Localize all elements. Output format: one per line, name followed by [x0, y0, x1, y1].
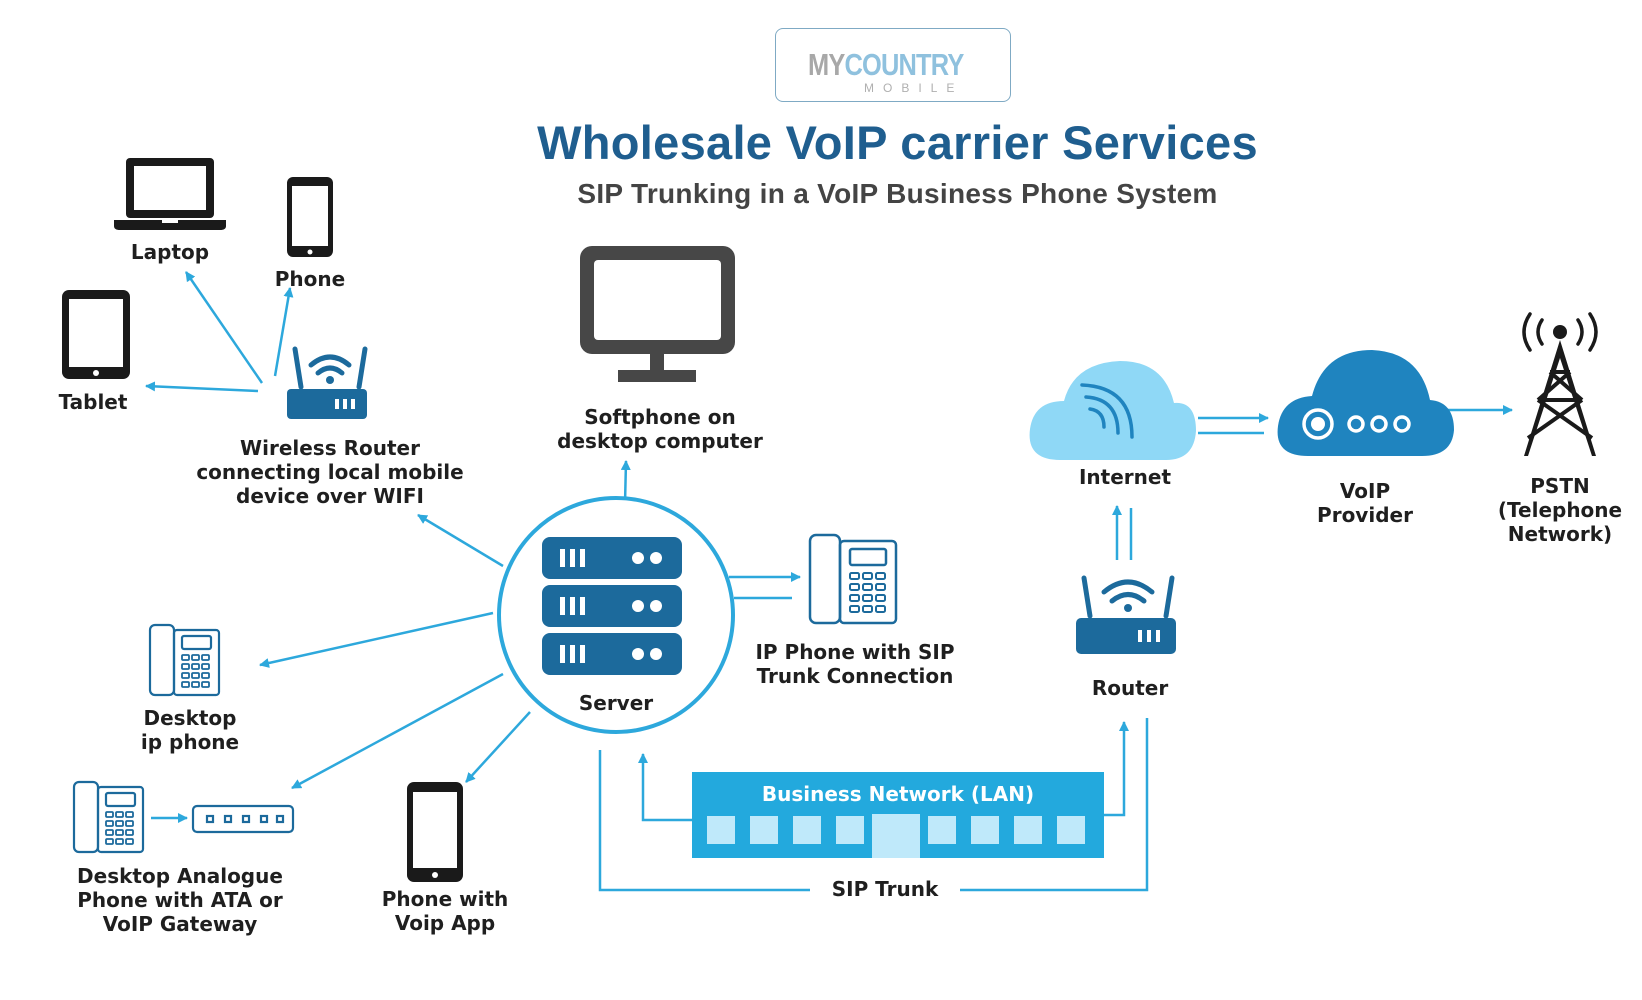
arrow-server-to-analogue-phone — [291, 672, 504, 790]
label-phone: Phone — [274, 267, 346, 291]
arrow-router-to-laptop — [184, 271, 264, 384]
label-tablet: Tablet — [58, 390, 128, 414]
label-ip-phone: IP Phone with SIP Trunk Connection — [755, 640, 955, 688]
logo-word-my: MY — [808, 47, 845, 82]
tablet-icon — [62, 290, 130, 379]
ata-gateway-icon — [191, 804, 295, 834]
wifi-router-icon-right — [1076, 575, 1176, 654]
brand-logo: MYCOUNTRY MOBILE — [775, 28, 1011, 102]
server-icon — [497, 496, 735, 734]
wifi-router-icon — [287, 346, 368, 419]
arrow-lan-to-router — [1104, 721, 1129, 817]
arrow-router-to-tablet — [145, 381, 259, 393]
label-pstn: PSTN (Telephone Network) — [1497, 474, 1623, 546]
label-softphone: Softphone on desktop computer — [557, 405, 763, 453]
arrow-server-to-wireless-router — [417, 513, 504, 568]
label-business-network-lan: Business Network (LAN) — [761, 782, 1035, 806]
label-internet: Internet — [1078, 465, 1172, 489]
desk-phone-icon-analogue — [72, 780, 145, 854]
laptop-icon — [114, 158, 226, 230]
arrow-router-to-phone — [273, 287, 294, 377]
arrow-lan-to-server — [638, 753, 692, 822]
label-desktop-ip-phone: Desktop ip phone — [140, 706, 240, 754]
logo-subtext: MOBILE — [864, 81, 964, 95]
logo-wordmark: MYCOUNTRY — [808, 47, 964, 83]
page-subtitle: SIP Trunking in a VoIP Business Phone Sy… — [577, 178, 1218, 209]
label-sip-trunk: SIP Trunk — [810, 877, 960, 901]
label-phone-app: Phone with Voip App — [381, 887, 509, 935]
arrow-server-to-desktop-ip-phone — [259, 611, 494, 668]
label-server: Server — [578, 691, 654, 715]
desk-phone-icon-ip-sip — [808, 533, 898, 625]
label-analogue-phone: Desktop Analogue Phone with ATA or VoIP … — [77, 864, 283, 936]
label-router: Router — [1091, 676, 1169, 700]
desk-phone-icon-desktop — [148, 623, 221, 697]
arrow-server-to-phone-app — [465, 711, 531, 783]
lan-switch-icon — [692, 772, 1104, 858]
cloud-icon-internet — [1029, 361, 1196, 460]
label-laptop: Laptop — [130, 240, 210, 264]
label-wireless-router: Wireless Router connecting local mobile … — [196, 436, 464, 508]
cell-tower-icon — [1522, 312, 1598, 456]
logo-word-country: COUNTRY — [844, 47, 964, 82]
smartphone-icon-voip-app — [407, 782, 463, 882]
page-title: Wholesale VoIP carrier Services — [537, 116, 1258, 169]
cloud-icon-voip-provider — [1277, 350, 1454, 456]
label-voip-provider: VoIP Provider — [1317, 479, 1413, 527]
monitor-icon — [580, 246, 735, 382]
smartphone-icon — [287, 177, 333, 257]
